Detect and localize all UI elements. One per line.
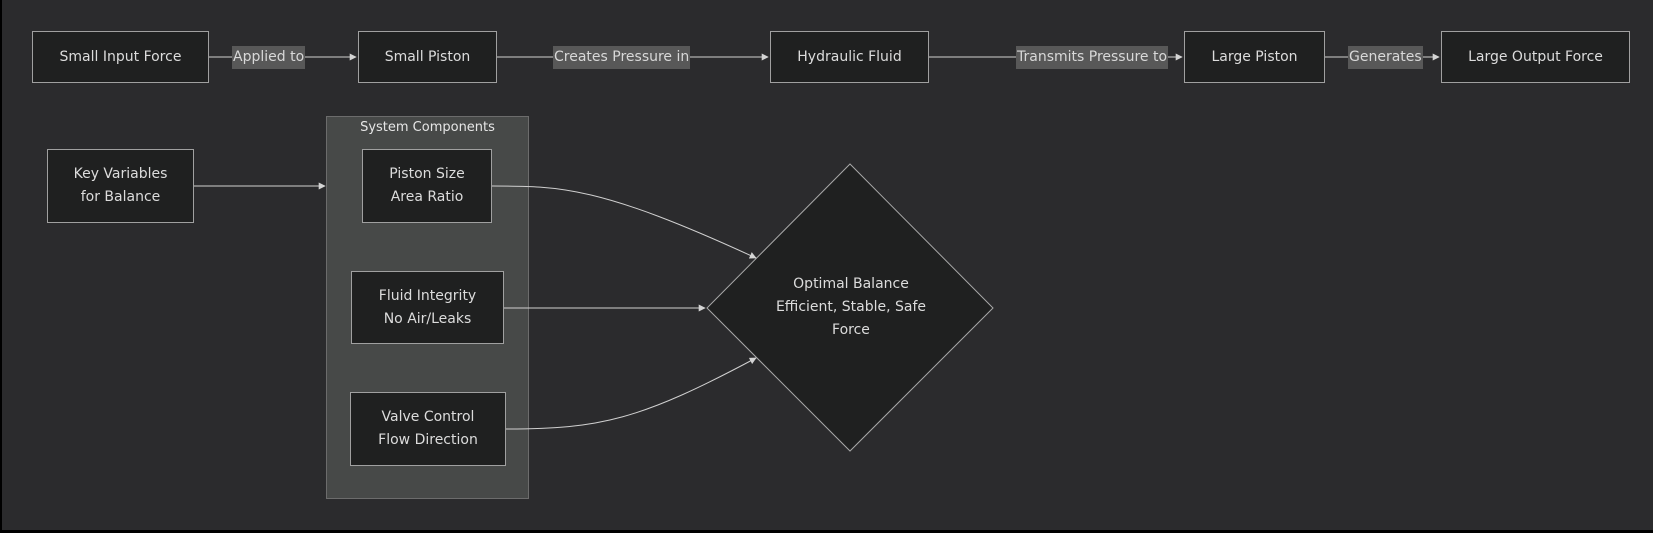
node-small-input-force[interactable]: Small Input Force xyxy=(32,31,209,83)
node-large-output-force[interactable]: Large Output Force xyxy=(1441,31,1630,83)
decision-line1: Optimal Balance xyxy=(793,276,909,292)
node-optimal-balance[interactable]: Optimal Balance Efficient, Stable, Safe … xyxy=(770,273,932,342)
node-label-line1: Valve Control xyxy=(381,409,475,425)
node-label-line2: No Air/Leaks xyxy=(383,310,472,327)
node-small-piston[interactable]: Small Piston xyxy=(358,31,497,83)
edge-label-creates-pressure-in: Creates Pressure in xyxy=(553,46,691,69)
node-label: Large Piston xyxy=(1211,48,1298,65)
subgraph-title: System Components xyxy=(360,120,495,135)
subgraph-header: System Components xyxy=(326,116,529,146)
edge-label-generates: Generates xyxy=(1348,46,1423,69)
node-piston-size[interactable]: Piston Size Area Ratio xyxy=(362,149,492,223)
edge-valve-control-to-balance xyxy=(505,357,757,430)
node-label-line1: Key Variables xyxy=(73,166,168,182)
decision-line3: Force xyxy=(832,322,870,338)
edge-piston-size-to-balance xyxy=(491,185,757,259)
node-large-piston[interactable]: Large Piston xyxy=(1184,31,1325,83)
node-label-line2: for Balance xyxy=(80,189,161,205)
decision-line2: Efficient, Stable, Safe xyxy=(775,299,927,315)
node-label: Hydraulic Fluid xyxy=(797,48,902,65)
edge-label-applied-to: Applied to xyxy=(232,46,306,69)
decision-diamond-shape xyxy=(706,163,994,452)
node-fluid-integrity[interactable]: Fluid Integrity No Air/Leaks xyxy=(351,271,504,344)
node-label-line1: Fluid Integrity xyxy=(378,287,477,304)
node-label-line2: Flow Direction xyxy=(378,432,478,448)
node-label-line1: Piston Size xyxy=(389,166,465,182)
node-label-line2: Area Ratio xyxy=(390,189,464,205)
node-valve-control[interactable]: Valve Control Flow Direction xyxy=(350,392,506,466)
node-key-variables[interactable]: Key Variables for Balance xyxy=(47,149,194,223)
node-label: Large Output Force xyxy=(1468,48,1603,65)
node-hydraulic-fluid[interactable]: Hydraulic Fluid xyxy=(770,31,929,83)
node-label: Small Piston xyxy=(384,48,471,65)
node-label: Small Input Force xyxy=(59,48,182,65)
edge-label-transmits-pressure-to: Transmits Pressure to xyxy=(1016,46,1169,69)
